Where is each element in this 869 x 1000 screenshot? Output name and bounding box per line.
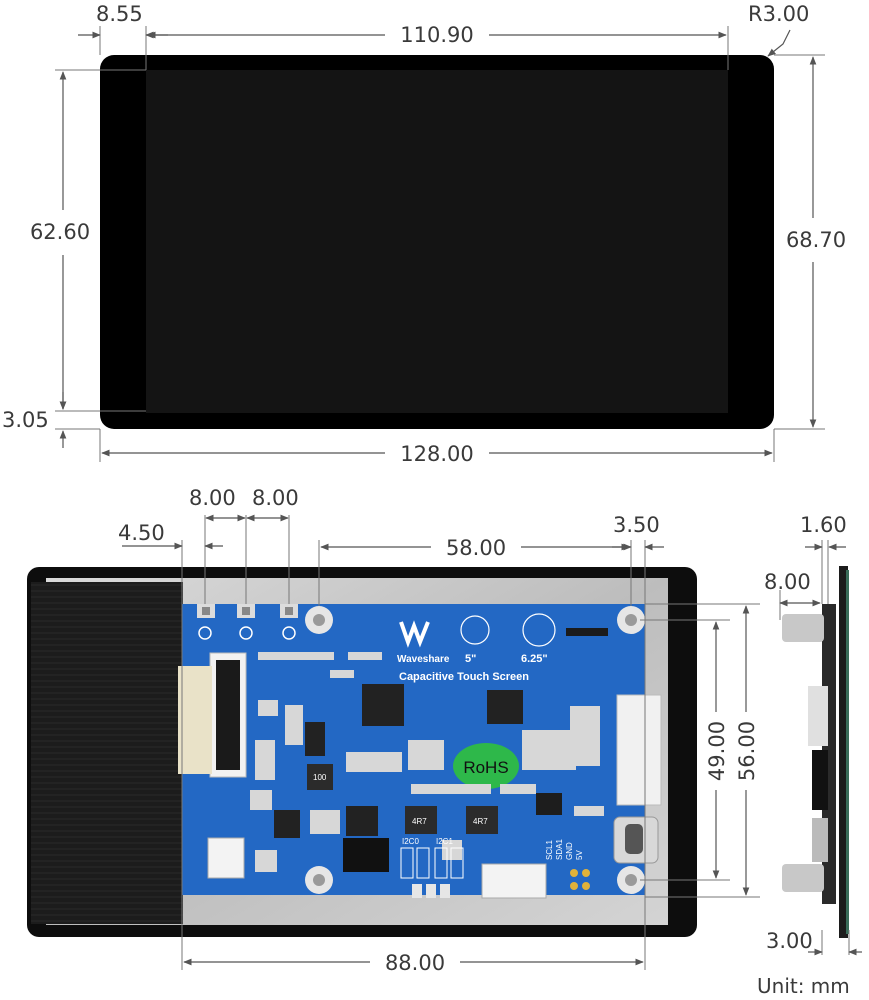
gold-pads [570, 869, 590, 890]
dim-outline-height: 68.70 [786, 56, 846, 428]
dim-label-3-05: 3.05 [2, 408, 49, 432]
top-right-header [566, 628, 608, 636]
brightness-up-button [280, 604, 298, 640]
dim-button-offset: 4.50 [118, 521, 223, 550]
dim-active-height: 62.60 [30, 71, 90, 410]
dim-label-side-8-00: 8.00 [764, 570, 811, 594]
back-view: Waveshare 5" 6.25" Capacitive Touch Scre… [27, 567, 697, 937]
dim-label-1-60: 1.60 [800, 513, 847, 537]
flex-cable-tape [31, 582, 183, 924]
pcb-cap-marker [460, 615, 490, 645]
rohs-label: RoHS [463, 758, 508, 777]
fpc-connector-latch [216, 660, 240, 770]
dim-label-58-00: 58.00 [446, 536, 506, 560]
dim-label-56-00: 56.00 [735, 721, 759, 781]
dim-label-3-00: 3.00 [766, 929, 813, 953]
inductor-b [466, 806, 498, 834]
waveshare-logo: Waveshare [397, 620, 450, 665]
dim-hole-spacing-x: 58.00 [320, 536, 630, 560]
i2c-header-connector [481, 863, 547, 899]
secondary-ic [487, 690, 523, 724]
size-label-5in: 5" [465, 653, 476, 665]
mounting-holes [305, 606, 645, 894]
dip-ic [343, 838, 389, 872]
inductor-c [307, 764, 333, 790]
dim-label-r3: R3.00 [748, 2, 809, 26]
active-area [146, 70, 728, 413]
size-label-625in: 6.25" [521, 653, 548, 665]
dim-board-width: 88.00 [183, 951, 644, 975]
dim-hole-edge-offset: 3.50 [612, 513, 664, 551]
pcb-circle-marker [522, 613, 556, 647]
dim-label-8-55: 8.55 [96, 2, 143, 26]
side-glass-edge [846, 570, 849, 934]
small-ic-1 [305, 722, 325, 756]
dim-label-68-70: 68.70 [786, 228, 846, 252]
side-extension-lines [779, 540, 850, 955]
inductor-a [405, 806, 437, 834]
brightness-down-button [237, 604, 255, 640]
i2c0-label: I2C0 [402, 837, 419, 846]
side-view [782, 566, 849, 938]
small-ic-2 [274, 810, 300, 838]
dim-label-4-50: 4.50 [118, 521, 165, 545]
dim-active-width: 110.90 [147, 23, 727, 47]
side-connector-mid [812, 750, 828, 810]
dim-label-88-00: 88.00 [385, 951, 445, 975]
dim-label-8-00-a: 8.00 [189, 486, 236, 510]
dim-label-110-90: 110.90 [400, 23, 473, 47]
side-connector-top [808, 686, 828, 746]
dim-bottom-border: 3.05 [2, 392, 67, 448]
inductor-b-label: 4R7 [473, 817, 488, 826]
dim-side-depth: 8.00 [764, 570, 821, 607]
front-extension-lines [55, 26, 825, 462]
back-extension-lines [181, 515, 760, 970]
brand-text: Waveshare [397, 654, 450, 665]
power-button [197, 604, 215, 640]
unit-label: Unit: mm [757, 974, 850, 998]
inductor-a-label: 4R7 [412, 817, 427, 826]
dim-hole-spacing-y: 49.00 [705, 621, 729, 879]
i2c1-label: I2C1 [436, 837, 453, 846]
diode [536, 793, 562, 815]
dim-label-128-00: 128.00 [400, 442, 473, 466]
ribbon-cable [178, 666, 212, 774]
side-usb-c [812, 818, 828, 862]
pin-gnd: GND [565, 842, 574, 860]
usb-c-opening [625, 824, 643, 854]
dim-label-49-00: 49.00 [705, 721, 729, 781]
front-view [100, 55, 774, 429]
pin-5v: 5V [575, 850, 584, 860]
dim-top-border-left: 8.55 [78, 2, 168, 39]
side-fpc-connector [616, 694, 662, 806]
i2c-pads: I2C0 I2C1 [400, 837, 464, 898]
passive-components [250, 652, 604, 872]
dim-label-8-00-b: 8.00 [252, 486, 299, 510]
inductor-c-label: 100 [313, 773, 327, 782]
dim-side-thickness: 1.60 [800, 513, 847, 551]
main-ic [362, 684, 404, 726]
dim-side-glass: 3.00 [766, 929, 862, 956]
header-pin-labels: SCL1 SDA1 GND 5V [545, 839, 584, 860]
dim-outline-width: 128.00 [101, 442, 773, 466]
side-glass-layer [839, 566, 848, 938]
dim-label-62-60: 62.60 [30, 220, 90, 244]
dim-board-height: 56.00 [735, 605, 759, 896]
side-screw-top [782, 614, 824, 642]
small-ic-3 [346, 806, 378, 836]
side-screw-bottom [782, 864, 824, 892]
dim-label-3-50: 3.50 [613, 513, 660, 537]
rohs-badge [453, 743, 519, 789]
dim-button-pitch: 8.00 8.00 [189, 486, 299, 522]
pin-scl1: SCL1 [545, 839, 554, 860]
pin-sda1: SDA1 [555, 839, 564, 860]
product-label: Capacitive Touch Screen [399, 671, 529, 683]
bottom-left-connector [207, 837, 245, 879]
dim-corner-radius: R3.00 [748, 2, 809, 57]
